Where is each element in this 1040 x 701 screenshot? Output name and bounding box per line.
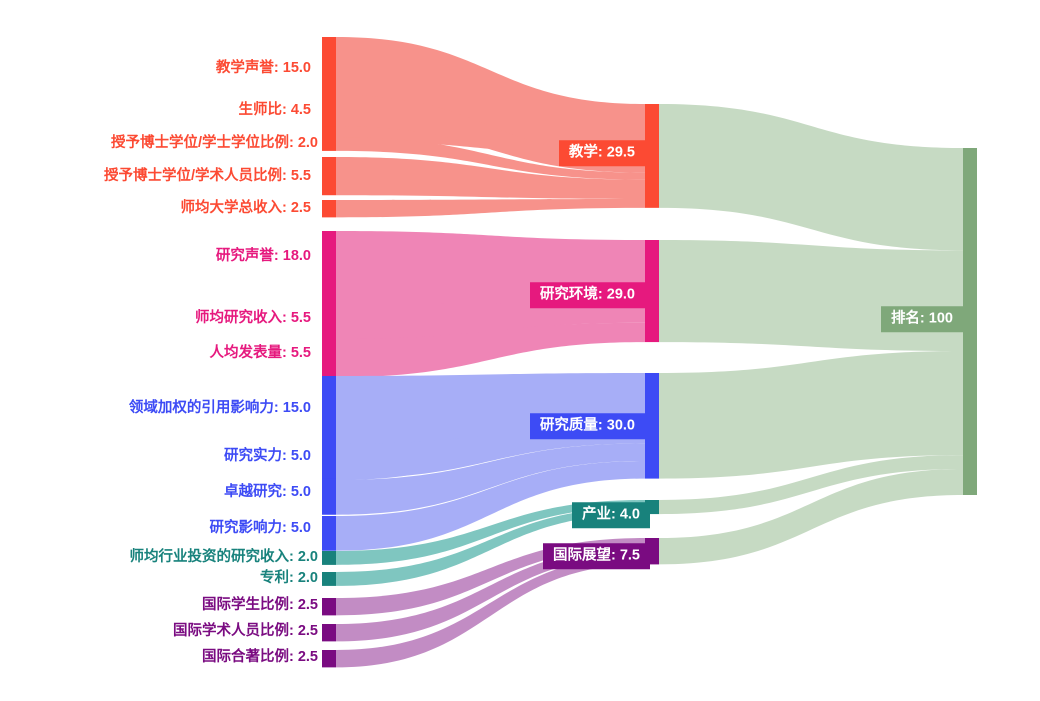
node-label-ranking: 排名: 100 bbox=[880, 306, 963, 332]
source-label-doctorate-staff-ratio: 授予博士学位/学术人员比例: 5.5 bbox=[103, 167, 311, 184]
source-label-research-excellence: 卓越研究: 5.0 bbox=[223, 483, 311, 500]
node-label-industry: 产业: 4.0 bbox=[571, 502, 650, 528]
sankey-node-intl_students[interactable] bbox=[322, 598, 336, 616]
sankey-node-intl_coauthorship[interactable] bbox=[322, 650, 336, 668]
sankey-link-intl_staff-to-international_outlook bbox=[336, 546, 645, 642]
sankey-link-doctorate_staff_ratio-to-teaching bbox=[336, 157, 645, 200]
source-label-research-influence: 研究影响力: 5.0 bbox=[209, 519, 311, 536]
source-label-research-reputation: 研究声誉: 18.0 bbox=[215, 247, 311, 264]
sankey-node-teaching[interactable] bbox=[645, 104, 659, 208]
node-label-international-outlook: 国际展望: 7.5 bbox=[542, 543, 650, 569]
sankey-node-student_staff_ratio[interactable] bbox=[322, 95, 336, 127]
sankey-node-patents[interactable] bbox=[322, 572, 336, 586]
source-label-intl-staff: 国际学术人员比例: 2.5 bbox=[172, 622, 318, 639]
sankey-link-research_influence-to-research_quality bbox=[336, 461, 645, 551]
source-label-teaching-reputation: 教学声誉: 15.0 bbox=[215, 59, 311, 76]
sankey-link-research_environment-to-ranking bbox=[659, 240, 963, 351]
sankey-node-doctorate_bachelor_ratio[interactable] bbox=[322, 137, 336, 151]
node-label-research-quality: 研究质量: 30.0 bbox=[529, 413, 645, 439]
sankey-link-research_quality-to-ranking bbox=[659, 350, 963, 479]
sankey-link-research_strength-to-research_quality bbox=[336, 425, 645, 479]
sankey-node-institutional_income[interactable] bbox=[322, 200, 336, 218]
sankey-link-teaching-to-ranking bbox=[659, 104, 963, 251]
sankey-node-intl_staff[interactable] bbox=[322, 624, 336, 642]
sankey-node-industry_income[interactable] bbox=[322, 551, 336, 565]
sankey-link-research_excellence-to-research_quality bbox=[336, 443, 645, 515]
sankey-node-research_excellence[interactable] bbox=[322, 480, 336, 515]
source-label-fwci: 领域加权的引用影响力: 15.0 bbox=[128, 399, 311, 416]
source-label-intl-students: 国际学生比例: 2.5 bbox=[201, 596, 318, 613]
sankey-link-research_income-to-research_environment bbox=[336, 303, 645, 342]
sankey-node-ranking[interactable] bbox=[963, 148, 977, 495]
sankey-link-publications_per_staff-to-research_environment bbox=[336, 322, 645, 378]
source-label-student-staff-ratio: 生师比: 4.5 bbox=[238, 101, 311, 118]
node-label-teaching: 教学: 29.5 bbox=[558, 140, 645, 166]
sankey-node-research_income[interactable] bbox=[322, 303, 336, 342]
sankey-node-doctorate_staff_ratio[interactable] bbox=[322, 157, 336, 196]
source-label-industry-income: 师均行业投资的研究收入: 2.0 bbox=[129, 548, 318, 565]
sankey-link-international_outlook-to-ranking bbox=[659, 468, 963, 565]
source-label-doctorate-bachelor-ratio: 授予博士学位/学士学位比例: 2.0 bbox=[110, 134, 318, 151]
sankey-link-doctorate_bachelor_ratio-to-teaching bbox=[336, 137, 645, 180]
sankey-link-patents-to-industry bbox=[336, 507, 645, 586]
sankey-link-intl_coauthorship-to-international_outlook bbox=[336, 555, 645, 668]
sankey-node-research_environment[interactable] bbox=[645, 240, 659, 343]
sankey-node-research_influence[interactable] bbox=[322, 516, 336, 551]
node-label-research-environment: 研究环境: 29.0 bbox=[529, 282, 645, 308]
source-label-intl-coauthorship: 国际合著比例: 2.5 bbox=[201, 648, 318, 665]
sankey-link-industry_income-to-industry bbox=[336, 500, 645, 565]
source-label-publications-per-staff: 人均发表量: 5.5 bbox=[209, 344, 311, 361]
source-label-research-income: 师均研究收入: 5.5 bbox=[194, 309, 311, 326]
sankey-node-research_strength[interactable] bbox=[322, 444, 336, 479]
sankey-link-industry-to-ranking bbox=[659, 455, 963, 515]
sankey-link-intl_students-to-international_outlook bbox=[336, 538, 645, 616]
source-label-research-strength: 研究实力: 5.0 bbox=[223, 447, 311, 464]
sankey-node-publications_per_staff[interactable] bbox=[322, 339, 336, 378]
sankey-node-research_quality[interactable] bbox=[645, 373, 659, 479]
source-label-institutional-income: 师均大学总收入: 2.5 bbox=[180, 199, 311, 216]
source-label-patents: 专利: 2.0 bbox=[259, 569, 318, 586]
sankey-link-institutional_income-to-teaching bbox=[336, 199, 645, 218]
